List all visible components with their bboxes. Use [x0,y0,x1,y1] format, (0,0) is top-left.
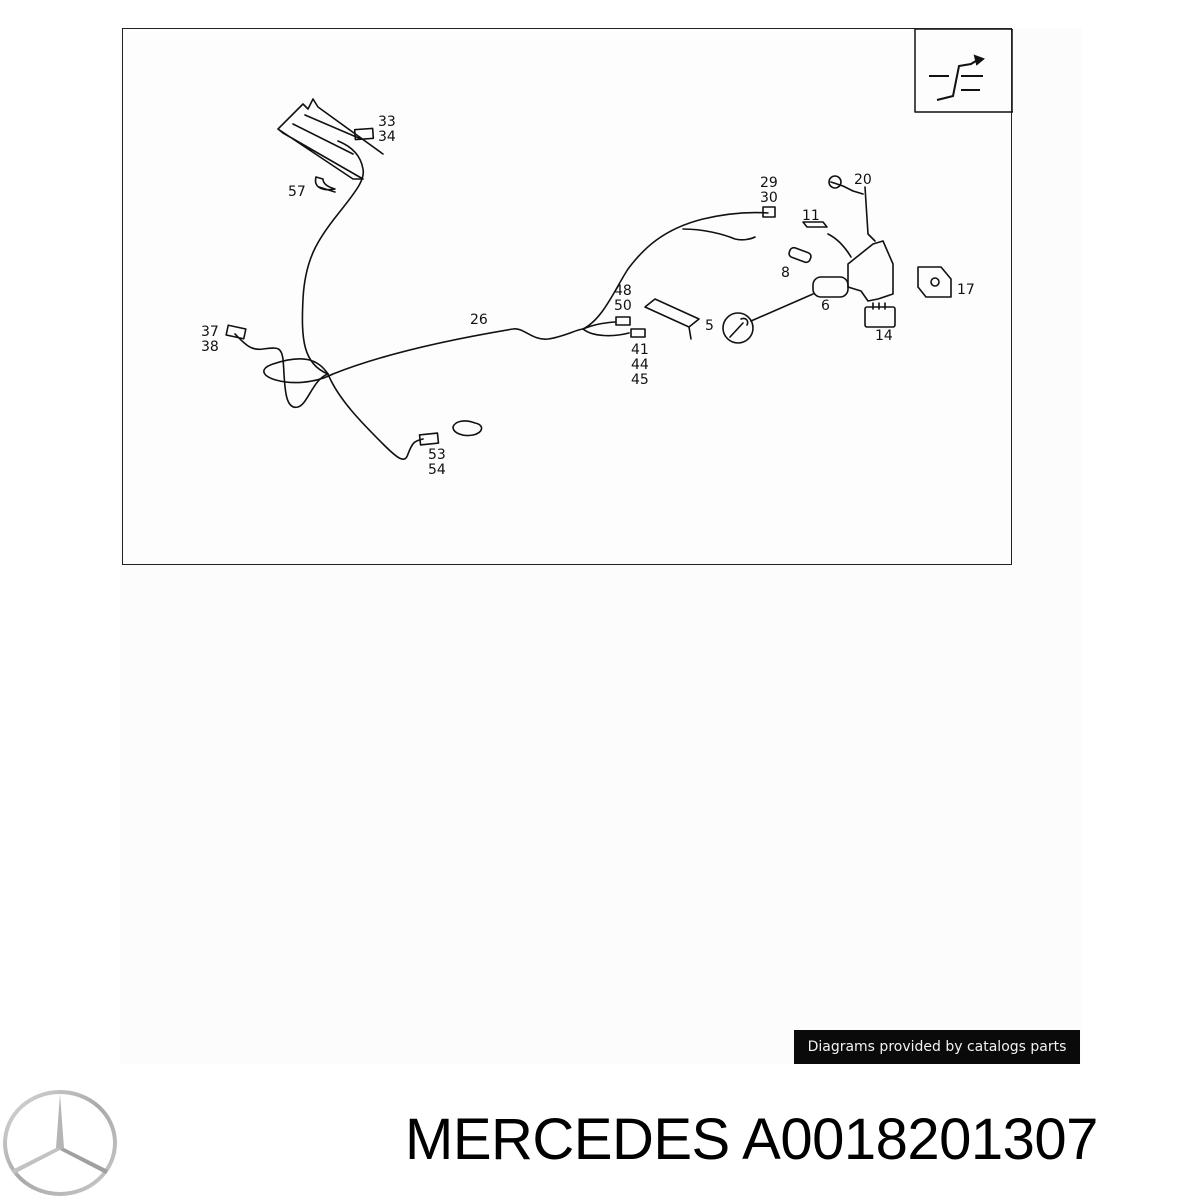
callout-6: 6 [821,298,830,314]
callout-45: 45 [631,372,649,388]
slope-step-icon [929,54,985,101]
page-title: MERCEDES A0018201307 [405,1107,1098,1172]
callout-44: 44 [631,357,649,373]
callout-50: 50 [614,298,632,314]
callout-34: 34 [378,129,396,145]
callout-30: 30 [760,190,778,206]
callout-26: 26 [470,312,488,328]
callout-54: 54 [428,462,446,478]
callout-20: 20 [854,172,872,188]
callout-11: 11 [802,208,820,224]
mercedes-star-icon [3,1090,117,1196]
callout-41: 41 [631,342,649,358]
callout-14: 14 [875,328,893,344]
callout-29: 29 [760,175,778,191]
diagram-credit-banner: Diagrams provided by catalogs parts [794,1030,1080,1064]
callout-53: 53 [428,447,446,463]
callout-37: 37 [201,324,219,340]
callout-38: 38 [201,339,219,355]
callout-8: 8 [781,265,790,281]
callout-33: 33 [378,114,396,130]
wiring-harness-drawing [225,29,1013,460]
callout-57: 57 [288,184,306,200]
callout-48: 48 [614,283,632,299]
callout-17: 17 [957,282,975,298]
callout-5: 5 [705,318,714,334]
parts-diagram: 33 34 57 29 30 20 11 8 17 6 26 48 50 5 1… [122,28,1013,565]
